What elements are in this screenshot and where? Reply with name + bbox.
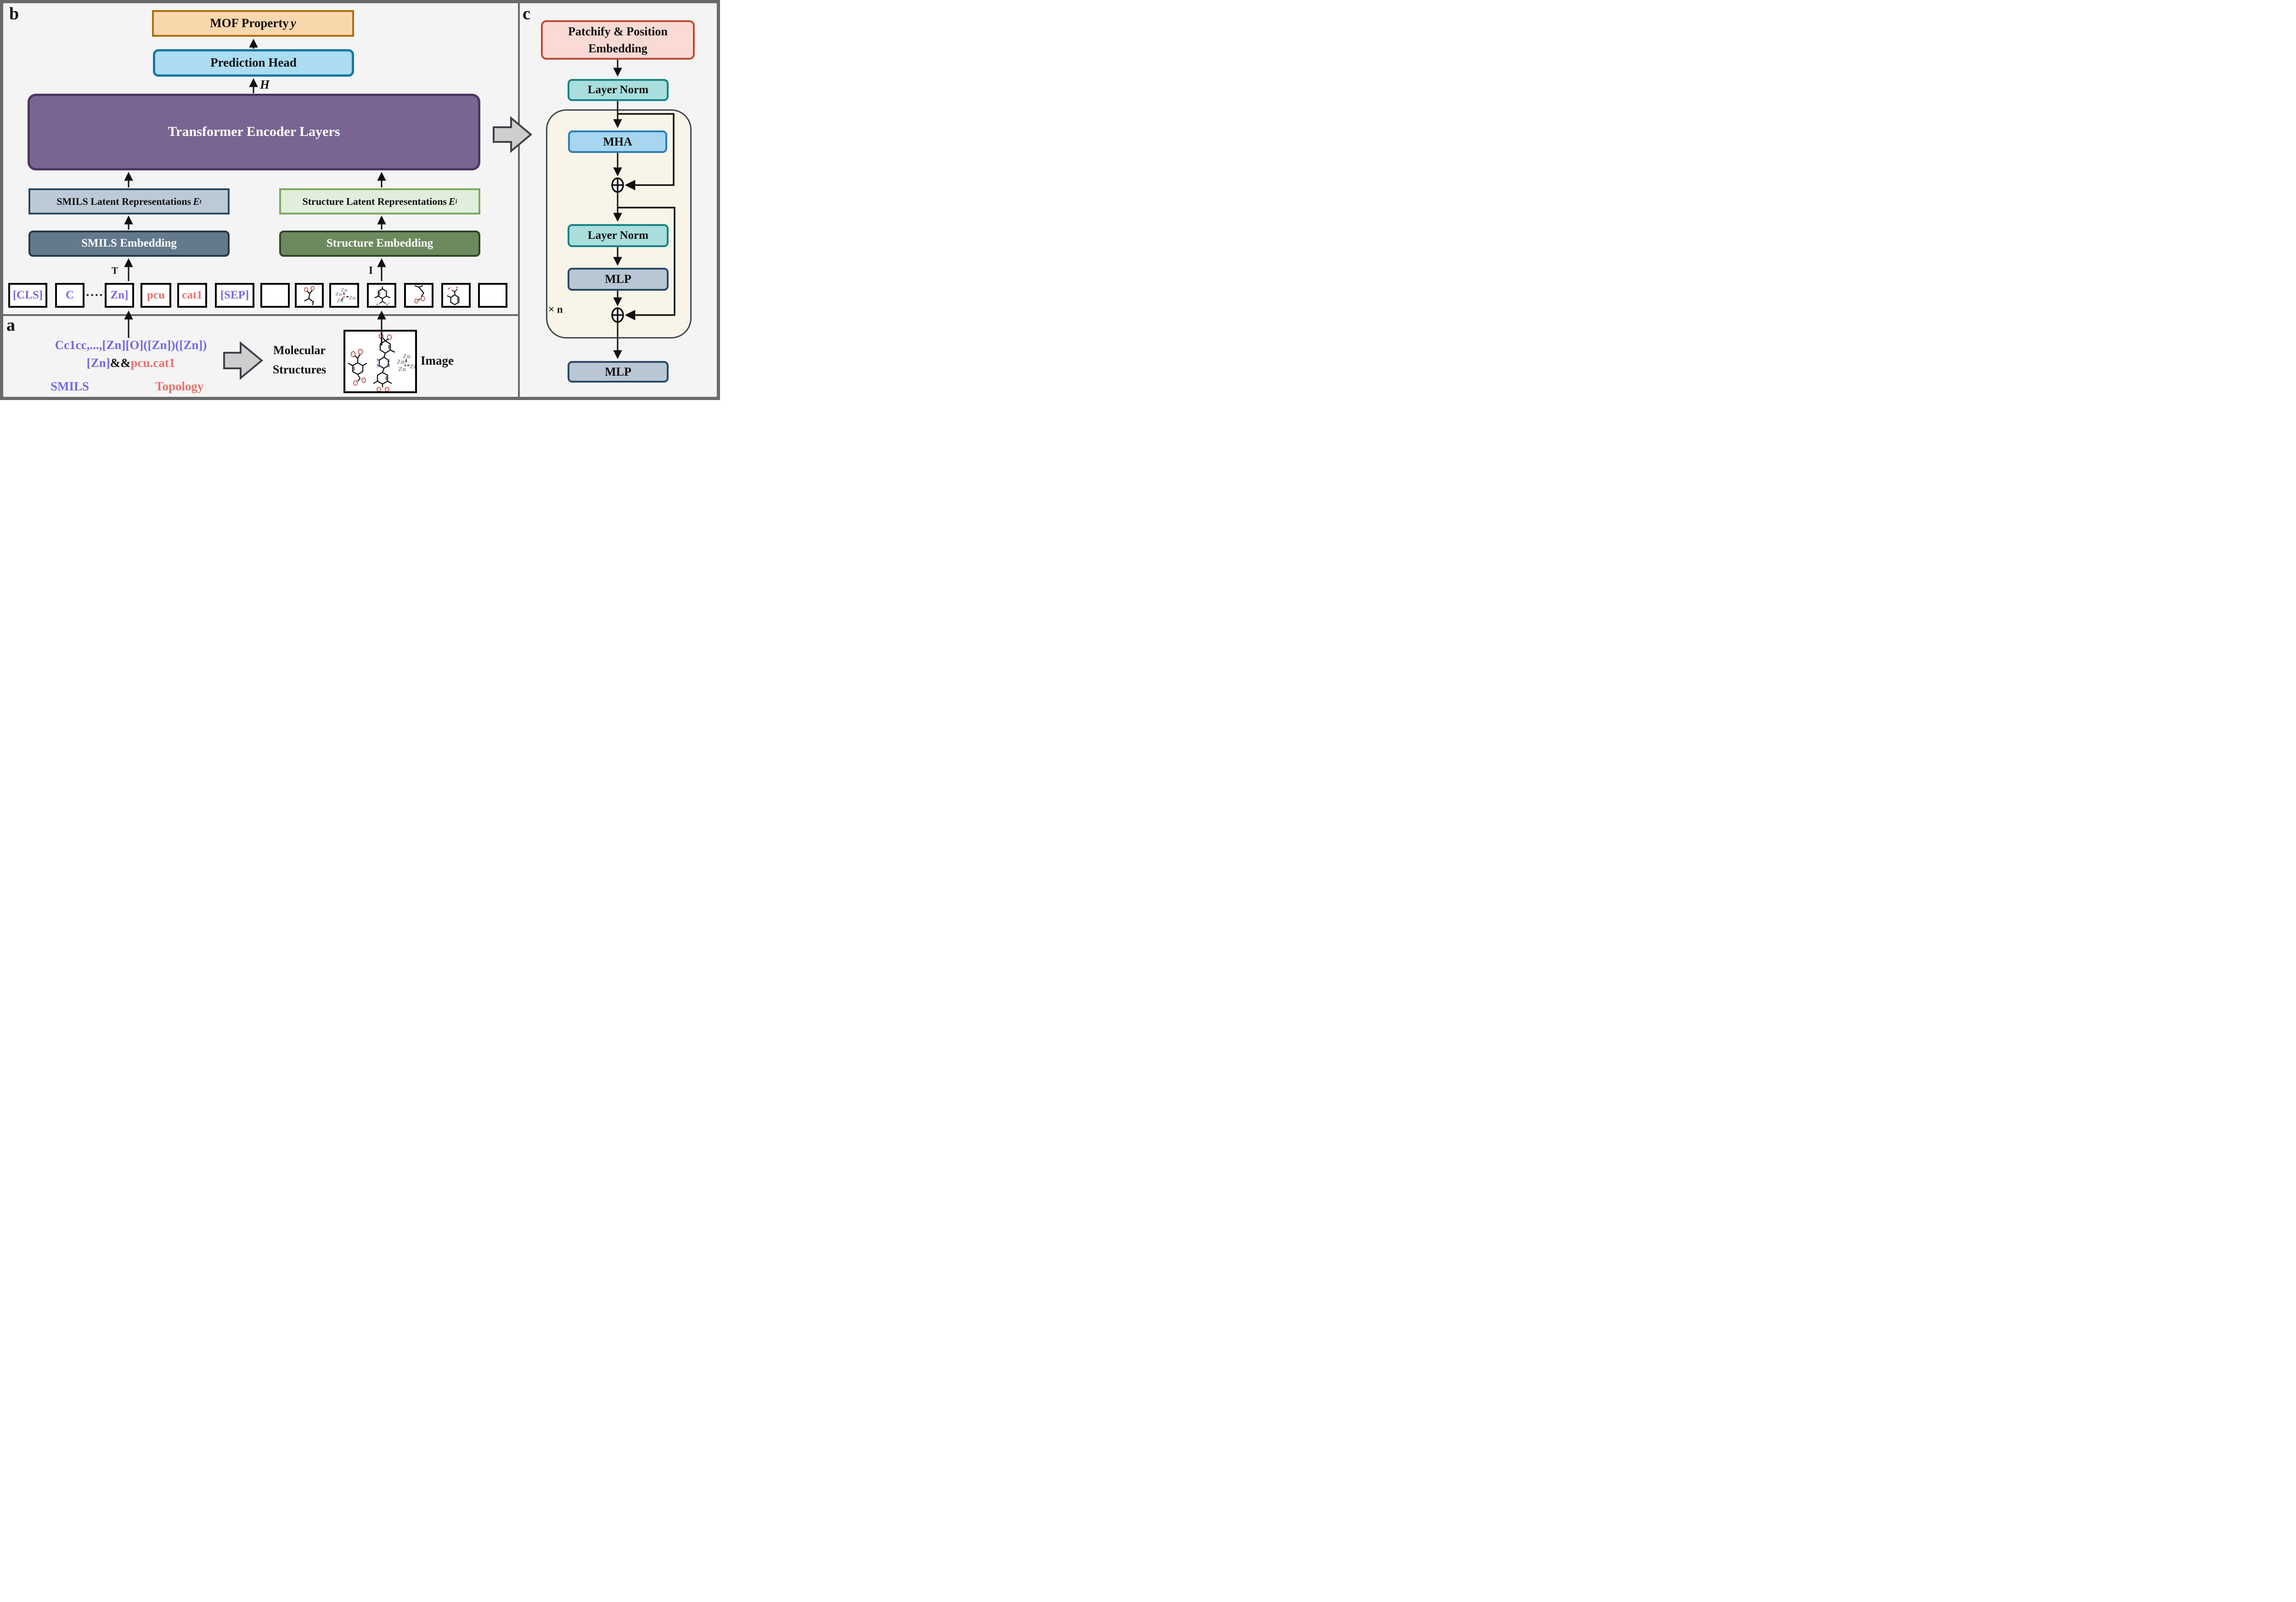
structure-embedding-label: Structure Embedding (326, 237, 433, 250)
panel-label-c: c (523, 4, 530, 23)
repeat-n-label: × n (548, 304, 563, 315)
token-input-symbol: T (112, 265, 118, 276)
smils-embedding-box: SMILS Embedding (28, 231, 230, 257)
patch-box (295, 283, 324, 308)
mof-property-label: MOF Property (210, 16, 289, 30)
smiles-text-line2: [Zn]&&pcu.cat1 (25, 356, 236, 370)
smils-label: SMILS (51, 379, 90, 393)
mlp-inner-box: MLP (568, 268, 669, 291)
mha-box: MHA (568, 130, 667, 153)
prediction-head-label: Prediction Head (210, 56, 297, 70)
smiles-segment: [Zn] (86, 356, 110, 370)
structure-embedding-box: Structure Embedding (279, 231, 480, 257)
smiles-text-line1: Cc1cc,...,[Zn][O]([Zn])([Zn]) (25, 338, 236, 352)
structure-latent-sub: i (455, 197, 457, 205)
figure-canvas: Zn Zn Zn Zn o o o⁻ (0, 0, 720, 400)
image-label: Image (421, 354, 454, 367)
molecular-structures-label: Molecular Structures (272, 344, 326, 376)
transformer-encoder-box: Transformer Encoder Layers (28, 94, 480, 170)
smils-embedding-label: SMILS Embedding (81, 237, 177, 250)
panel-divider-vertical (518, 0, 520, 400)
hidden-state-symbol: H (260, 78, 270, 91)
token-box: [CLS] (8, 283, 47, 308)
smiles-segment: && (110, 356, 131, 370)
mof-property-symbol: y (290, 16, 296, 30)
token-box: C (55, 283, 84, 308)
structure-latent-symbol: E (449, 195, 456, 207)
token-box: cat1 (177, 283, 207, 308)
panel-label-a: a (6, 316, 15, 335)
patch-box (441, 283, 471, 308)
token-box: [SEP] (215, 283, 254, 308)
mlp-output-box: MLP (568, 361, 669, 383)
smils-latent-sub: t (199, 197, 202, 205)
carboxylate-bond-icon (414, 285, 425, 304)
panel-label-b: b (9, 4, 19, 23)
token-box: Zn] (105, 283, 134, 308)
panel-divider-horizontal (0, 314, 519, 316)
benzene-carboxylate-icon (374, 286, 391, 306)
token-ellipsis: ···· (85, 288, 104, 302)
mof-property-box: MOF Property y (152, 10, 354, 37)
patch-box (329, 283, 359, 308)
benzene-ring-icon (446, 285, 460, 305)
patch-box (367, 283, 396, 308)
token-box: pcu (141, 283, 171, 308)
mof-molecule-icon (347, 333, 415, 391)
smiles-segment: pcu.cat1 (130, 356, 175, 370)
image-input-symbol: I (369, 265, 373, 276)
transformer-encoder-label: Transformer Encoder Layers (168, 124, 340, 140)
carboxylate-fragment-icon (304, 286, 315, 306)
structure-latent-label: Structure Latent Representations (302, 195, 447, 207)
patchify-position-embedding-box: Patchify & Position Embedding (541, 20, 695, 60)
molecule-image-box (343, 330, 417, 393)
smiles-segment: Cc1cc,...,[Zn][O]([Zn])([Zn]) (55, 338, 207, 352)
smils-latent-symbol: E (193, 195, 200, 207)
topology-label: Topology (155, 379, 204, 393)
patch-box (404, 283, 433, 308)
patch-box (478, 283, 507, 308)
patch-box (260, 283, 290, 308)
layer-norm-box-1: Layer Norm (568, 79, 669, 101)
prediction-head-box: Prediction Head (153, 49, 354, 77)
layer-norm-box-2: Layer Norm (568, 224, 669, 247)
smils-latent-label: SMILS Latent Representations (56, 195, 191, 207)
zn-cluster-icon (334, 287, 356, 305)
outer-frame (0, 0, 720, 400)
